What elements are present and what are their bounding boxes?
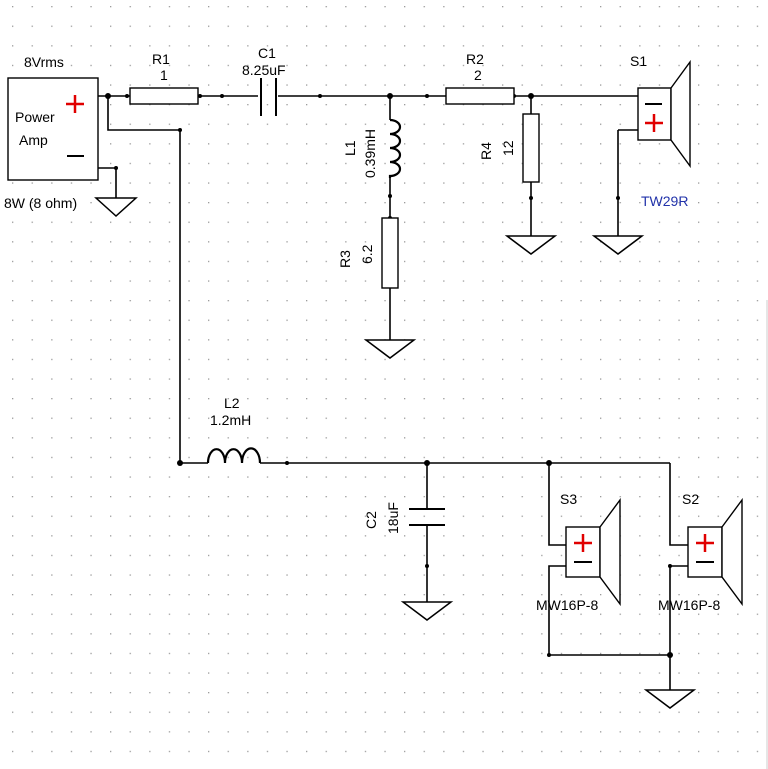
- l2-value: 1.2mH: [210, 412, 251, 428]
- r1-value: 1: [160, 67, 168, 83]
- source-power-rating: 8W (8 ohm): [4, 195, 77, 211]
- ground-icon: [400, 601, 454, 621]
- s3-model: MW16P-8: [536, 597, 598, 613]
- resistor-r1[interactable]: R1 1: [129, 51, 199, 105]
- s1-ref: S1: [630, 53, 647, 69]
- ground-symbols: [94, 197, 697, 709]
- ground-icon: [94, 197, 138, 218]
- resistor-r2[interactable]: R2 2: [445, 51, 515, 105]
- source-voltage-label: 8Vrms: [24, 54, 64, 70]
- r4-value: 12: [500, 140, 516, 156]
- r2-ref: R2: [466, 51, 484, 67]
- l2-ref: L2: [224, 395, 240, 411]
- wires: [98, 95, 688, 690]
- r4-ref: R4: [478, 142, 494, 160]
- s3-ref: S3: [560, 491, 577, 507]
- ground-icon: [643, 689, 697, 709]
- c1-value: 8.25uF: [242, 62, 286, 78]
- s2-ref: S2: [682, 491, 699, 507]
- junction-nodes: [105, 93, 673, 658]
- inductor-l1[interactable]: L1 0.39mH: [342, 118, 402, 178]
- r3-value: 6.2: [359, 244, 375, 264]
- speaker-s2[interactable]: S2 MW16P-8: [658, 491, 743, 613]
- r3-ref: R3: [337, 250, 353, 268]
- capacitor-c1[interactable]: C1 8.25uF: [242, 45, 286, 116]
- canvas-edge: [766, 300, 768, 769]
- c2-ref: C2: [363, 511, 379, 529]
- inductor-l2[interactable]: L2 1.2mH: [206, 395, 262, 464]
- r1-ref: R1: [152, 51, 170, 67]
- ground-icon: [591, 235, 645, 255]
- l1-value: 0.39mH: [362, 129, 378, 178]
- source-name-line1: Power: [15, 109, 55, 125]
- resistor-r4[interactable]: R4 12: [478, 113, 540, 183]
- ground-icon: [504, 235, 558, 255]
- c1-ref: C1: [258, 45, 276, 61]
- source-name-line2: Amp: [19, 132, 48, 148]
- capacitor-c2[interactable]: C2 18uF: [363, 502, 445, 534]
- resistor-r3[interactable]: R3 6.2: [337, 217, 399, 289]
- power-amp-box[interactable]: [7, 77, 99, 181]
- plus-icon: [574, 534, 592, 552]
- s1-model: TW29R: [641, 193, 688, 209]
- plus-icon: [696, 534, 714, 552]
- ground-icon: [363, 339, 417, 359]
- c2-value: 18uF: [385, 502, 401, 534]
- speaker-s3[interactable]: S3 MW16P-8: [536, 491, 621, 613]
- r2-value: 2: [474, 67, 482, 83]
- l1-ref: L1: [342, 140, 358, 156]
- plus-icon: [66, 95, 84, 113]
- plus-icon: [645, 114, 663, 132]
- power-amp-source[interactable]: 8Vrms Power Amp 8W (8 ohm): [4, 54, 99, 211]
- s2-model: MW16P-8: [658, 597, 720, 613]
- speaker-s1[interactable]: S1 TW29R: [630, 53, 691, 209]
